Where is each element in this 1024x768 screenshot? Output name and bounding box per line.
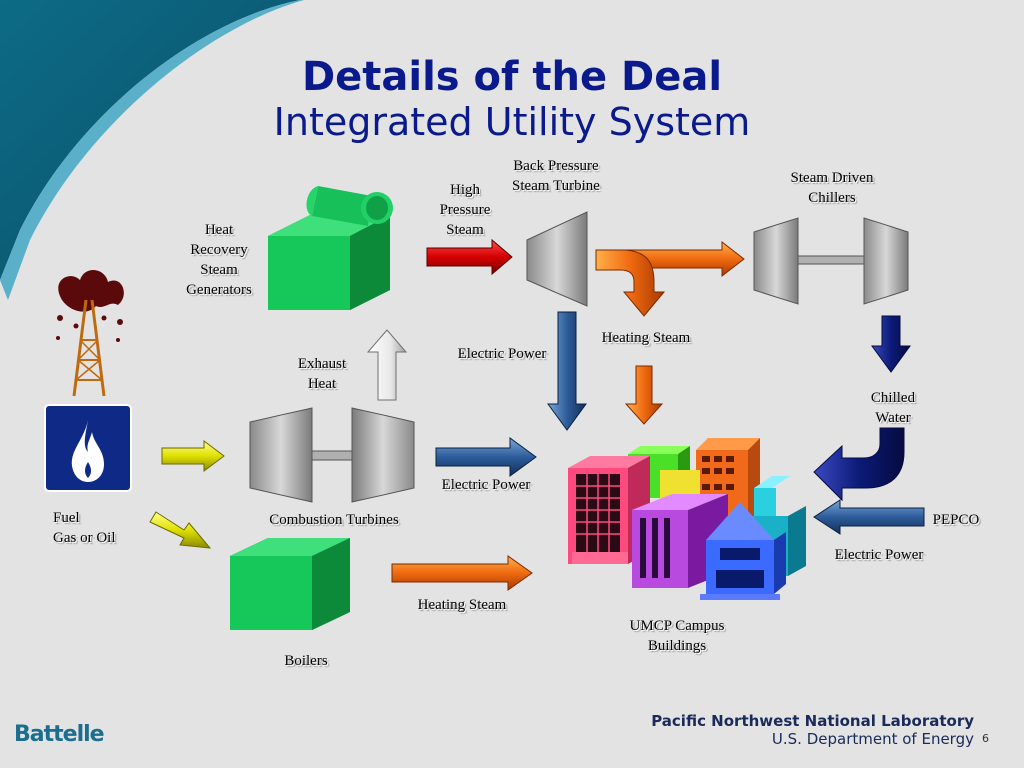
high-pressure-steam-arrow: [426, 238, 513, 276]
electric-power-right-arrow: [435, 437, 537, 477]
label-electric-power-pepco: Electric Power: [834, 547, 924, 563]
label-heat-recovery: Heat Recovery Steam Generators: [186, 222, 252, 298]
corner-swoosh: [0, 0, 304, 300]
boiler-icon: [230, 538, 350, 630]
label-gas-or-oil: Gas or Oil: [53, 530, 116, 546]
label-umcp-campus: UMCP Campus Buildings: [629, 618, 725, 654]
pnnl-name: Pacific Northwest National Laboratory: [651, 712, 974, 730]
battelle-logo: Battelle: [14, 722, 105, 747]
label-electric-power-mid: Electric Power: [441, 477, 531, 493]
heating-steam-right-arrow: [391, 555, 533, 591]
chilled-water-curve-arrow: [813, 427, 905, 502]
hrsg-icon: [268, 186, 393, 310]
label-pepco: PEPCO: [932, 512, 980, 528]
label-fuel: Fuel: [53, 510, 80, 526]
doe-name: U.S. Department of Energy: [771, 730, 974, 748]
electric-power-down-arrow: [547, 311, 587, 431]
label-heating-steam-bottom: Heating Steam: [417, 597, 507, 613]
back-pressure-turbine-icon: [526, 211, 588, 307]
label-high-pressure-steam: High Pressure Steam: [439, 182, 491, 238]
chiller-down-arrow: [871, 315, 911, 373]
slide-subtitle: Integrated Utility System: [273, 100, 751, 144]
exhaust-heat-up-arrow: [366, 329, 408, 401]
campus-buildings-icon: [568, 438, 806, 600]
label-back-pressure-turbine: Back Pressure Steam Turbine: [512, 158, 600, 194]
label-exhaust-heat: Exhaust Heat: [297, 356, 347, 392]
pepco-electric-power-arrow: [813, 499, 925, 535]
gas-flame-icon: [44, 404, 132, 492]
heating-steam-curve-arrow: [595, 249, 666, 317]
combustion-turbine-icon: [249, 407, 415, 503]
fuel-to-boiler-arrow: [149, 511, 212, 549]
label-heating-steam-top: Heating Steam: [601, 330, 691, 346]
slide-title: Details of the Deal: [301, 54, 723, 100]
pnnl-footer: Pacific Northwest National Laboratory U.…: [651, 712, 974, 748]
heating-steam-down-arrow: [624, 365, 664, 425]
label-boilers: Boilers: [284, 653, 328, 669]
label-chilled-water: Chilled Water: [870, 390, 916, 426]
oil-derrick-icon: [56, 270, 124, 397]
label-electric-power-top: Electric Power: [457, 346, 547, 362]
label-steam-driven-chillers: Steam Driven Chillers: [790, 170, 874, 206]
page-number: 6: [982, 732, 989, 745]
fuel-to-turbine-arrow: [161, 440, 225, 472]
label-combustion-turbines: Combustion Turbines: [269, 512, 399, 528]
chiller-icon: [753, 217, 909, 305]
